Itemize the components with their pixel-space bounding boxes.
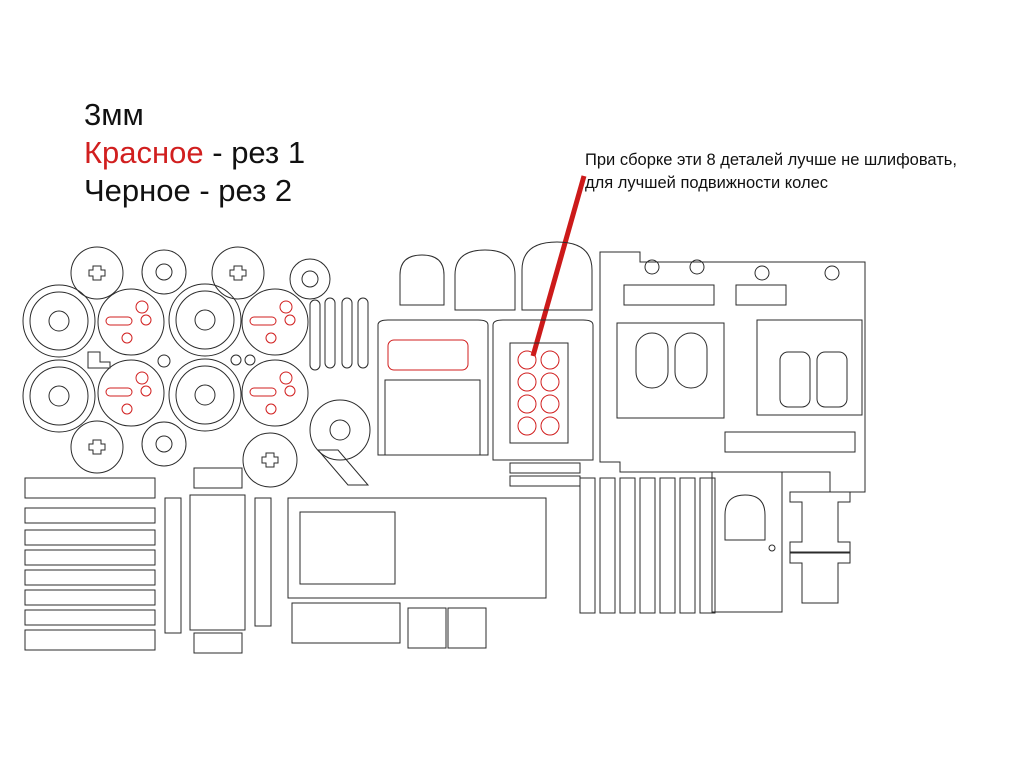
cabin-parts xyxy=(377,241,594,487)
cut-legend: 3мм Красное - рез 1 Черное - рез 2 xyxy=(84,96,305,210)
pointer-arrow xyxy=(530,175,587,357)
red-cut-label: Красное xyxy=(84,135,204,170)
lower-parts xyxy=(24,467,851,654)
assembly-note-line2: для лучшей подвижности колес xyxy=(585,174,829,192)
rods-group xyxy=(309,297,371,486)
assembly-note-line1: При сборке эти 8 деталей лучше не шлифов… xyxy=(585,151,957,169)
assembly-note: При сборке эти 8 деталей лучше не шлифов… xyxy=(585,149,957,195)
red-wheel-pins xyxy=(517,350,560,436)
material-thickness: 3мм xyxy=(84,97,144,132)
red-cut-legend: Красное - рез 1 xyxy=(84,134,305,172)
red-cut-suffix: - рез 1 xyxy=(203,135,306,170)
black-cut-legend: Черное - рез 2 xyxy=(84,173,293,208)
side-frame xyxy=(599,251,866,493)
wheels-group xyxy=(22,246,331,488)
